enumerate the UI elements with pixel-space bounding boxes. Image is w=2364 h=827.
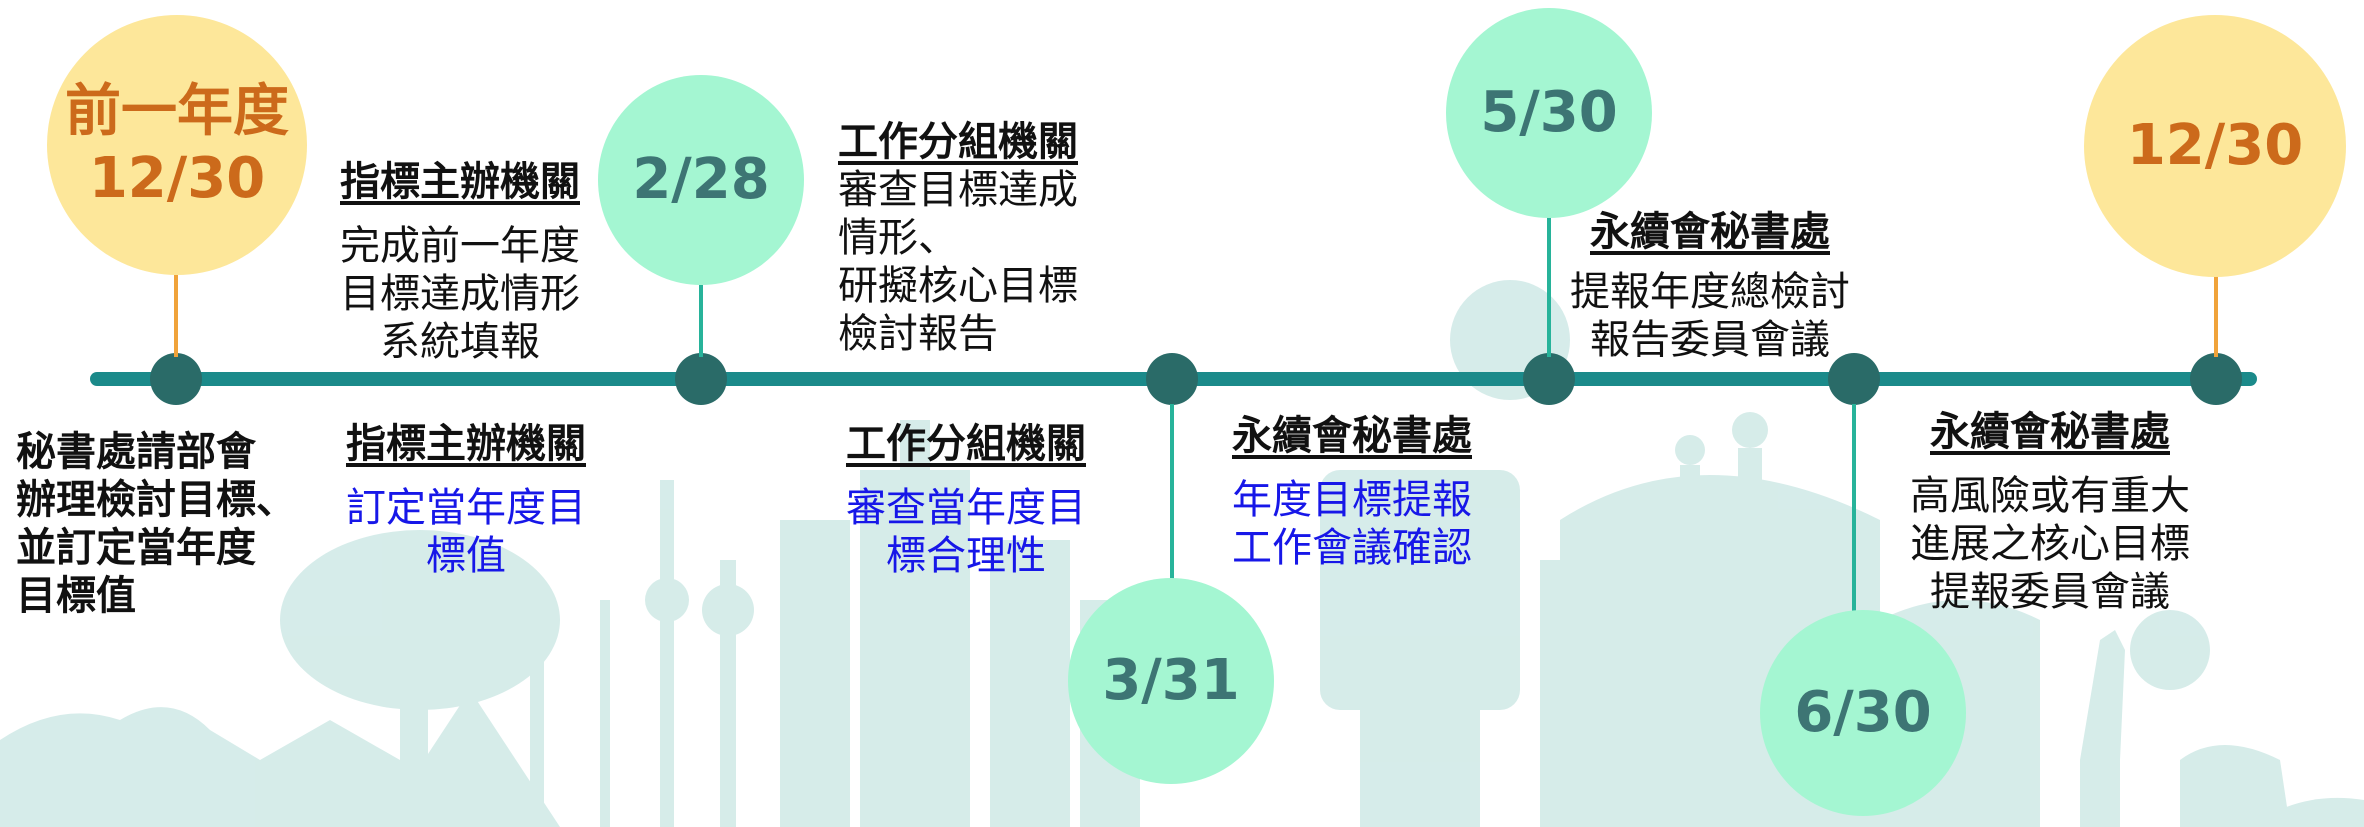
task-council-secretariat-annual-review: 永續會秘書處 提報年度總檢討 報告委員會議 <box>1555 208 1865 364</box>
task-line: 目標達成情形 <box>340 271 580 317</box>
task-line: 提報年度總檢討 <box>1570 269 1850 315</box>
task-line: 高風險或有重大 <box>1910 473 2190 519</box>
timeline-node-3 <box>1146 353 1198 405</box>
task-working-group-review-target: 工作分組機關 審查當年度目 標合理性 <box>836 420 1096 580</box>
milestone-date: 5/30 <box>1480 80 1618 146</box>
milestone-date: 2/28 <box>632 147 770 213</box>
task-line: 年度目標提報 <box>1232 477 1472 523</box>
stem-2 <box>699 285 703 357</box>
milestone-circle-prev-year: 前一年度 12/30 <box>47 15 307 275</box>
task-line: 工作會議確認 <box>1232 525 1472 571</box>
task-indicator-agency-report: 指標主辦機關 完成前一年度 目標達成情形 系統填報 <box>330 158 590 366</box>
timeline-node-4 <box>1523 353 1575 405</box>
task-line: 情形、 <box>838 215 958 261</box>
task-heading: 永續會秘書處 <box>1930 409 2170 455</box>
milestone-date: 6/30 <box>1794 680 1932 746</box>
task-line: 目標值 <box>16 573 136 619</box>
task-heading: 永續會秘書處 <box>1590 209 1830 255</box>
task-line: 審查目標達成 <box>838 167 1078 213</box>
task-heading: 永續會秘書處 <box>1232 413 1472 459</box>
milestone-date: 3/31 <box>1102 648 1240 714</box>
task-line: 研擬核心目標 <box>838 263 1078 309</box>
task-line: 報告委員會議 <box>1590 317 1830 363</box>
milestone-date: 12/30 <box>88 146 266 211</box>
stem-4 <box>1547 215 1551 357</box>
timeline-node-6 <box>2190 353 2242 405</box>
task-line: 系統填報 <box>380 319 540 365</box>
stem-3 <box>1170 404 1174 584</box>
task-line: 提報委員會議 <box>1930 569 2170 615</box>
task-heading: 指標主辦機關 <box>346 421 586 467</box>
milestone-circle-0630: 6/30 <box>1760 610 1966 816</box>
task-heading: 指標主辦機關 <box>340 159 580 205</box>
timeline-node-1 <box>150 353 202 405</box>
milestone-label-line1: 前一年度 <box>65 78 289 144</box>
task-line: 檢討報告 <box>838 311 998 357</box>
stem-6 <box>2214 275 2218 357</box>
milestone-circle-0530: 5/30 <box>1446 8 1652 218</box>
task-indicator-agency-target: 指標主辦機關 訂定當年度目 標值 <box>336 420 596 580</box>
task-line: 訂定當年度目 <box>346 485 586 531</box>
timeline-node-2 <box>675 353 727 405</box>
task-line: 秘書處請部會 <box>16 429 256 475</box>
task-line: 進展之核心目標 <box>1910 521 2190 567</box>
task-secretariat-request: 秘書處請部會 辦理檢討目標、 並訂定當年度 目標值 <box>16 428 296 620</box>
milestone-circle-1230: 12/30 <box>2084 15 2346 277</box>
task-working-group-review-achievement: 工作分組機關 審查目標達成 情形、 研擬核心目標 檢討報告 <box>838 118 1078 358</box>
task-line: 完成前一年度 <box>340 223 580 269</box>
task-line: 辦理檢討目標、 <box>16 477 296 523</box>
milestone-circle-0228: 2/28 <box>598 75 804 285</box>
task-heading: 工作分組機關 <box>846 421 1086 467</box>
task-heading: 工作分組機關 <box>838 119 1078 165</box>
task-line: 審查當年度目 <box>846 485 1086 531</box>
task-line: 標值 <box>426 533 506 579</box>
stem-5 <box>1852 404 1856 614</box>
task-line: 並訂定當年度 <box>16 525 256 571</box>
timeline-node-5 <box>1828 353 1880 405</box>
milestone-date: 12/30 <box>2126 113 2304 179</box>
milestone-circle-0331: 3/31 <box>1068 578 1274 784</box>
stem-1 <box>174 275 178 357</box>
task-line: 標合理性 <box>886 533 1046 579</box>
task-council-secretariat-high-risk: 永續會秘書處 高風險或有重大 進展之核心目標 提報委員會議 <box>1890 408 2210 616</box>
task-council-secretariat-confirm: 永續會秘書處 年度目標提報 工作會議確認 <box>1232 412 1472 572</box>
